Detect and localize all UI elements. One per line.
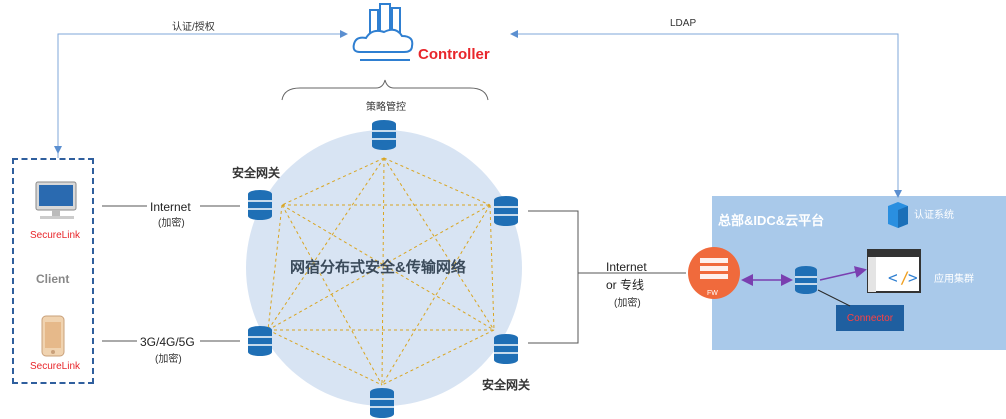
connector-app-arrow bbox=[819, 266, 867, 281]
svg-text:/: / bbox=[900, 268, 910, 287]
auth-arrow-line bbox=[57, 30, 348, 158]
securelink-top-label: SecureLink bbox=[30, 230, 81, 241]
auth-system-icon bbox=[888, 202, 908, 228]
connector-label: Connector bbox=[846, 312, 894, 324]
gateway-node-right-icon bbox=[494, 196, 518, 226]
auth-label: 认证/授权 bbox=[172, 22, 215, 33]
phone-icon bbox=[41, 315, 65, 357]
controller-cloud-icon bbox=[352, 3, 414, 61]
right-sub-label: (加密) bbox=[614, 298, 641, 309]
auth-system-label: 认证系统 bbox=[914, 210, 954, 221]
policy-label: 策略管控 bbox=[366, 102, 406, 113]
firewall-icon bbox=[688, 247, 740, 299]
controller-label: Controller bbox=[418, 46, 490, 63]
fw-label: FW bbox=[707, 290, 718, 297]
right-internet-label: Internet bbox=[606, 260, 647, 274]
client-group bbox=[12, 158, 94, 384]
mobile-label: 3G/4G/5G bbox=[140, 335, 195, 349]
gateway-node-bottom-icon bbox=[370, 388, 394, 418]
gateway-node-top-icon bbox=[372, 120, 396, 150]
policy-brace bbox=[281, 79, 489, 101]
gateway-node-lower-right-icon bbox=[494, 334, 518, 364]
svg-text:<: < bbox=[888, 268, 898, 287]
monitor-icon bbox=[35, 181, 77, 219]
right-or-label: or 专线 bbox=[606, 278, 645, 292]
client-label: Client bbox=[36, 272, 70, 286]
mesh-lines bbox=[267, 157, 495, 386]
securelink-bottom-label: SecureLink bbox=[30, 361, 81, 372]
internet-sub-label: (加密) bbox=[158, 218, 185, 229]
ldap-label: LDAP bbox=[670, 18, 697, 29]
ldap-arrow-line bbox=[510, 30, 899, 196]
gateway-node-lower-left-icon bbox=[248, 326, 272, 356]
mesh-title: 网宿分布式安全&传输网络 bbox=[290, 259, 466, 276]
gateway-bottom-label: 安全网关 bbox=[482, 378, 531, 392]
mobile-sub-label: (加密) bbox=[155, 354, 182, 365]
mesh-network-circle bbox=[246, 130, 522, 406]
connector-node-icon bbox=[795, 266, 817, 294]
app-cluster-icon: < / > bbox=[867, 249, 921, 293]
hq-title: 总部&IDC&云平台 bbox=[718, 213, 825, 228]
connector-pointer bbox=[817, 289, 851, 307]
internet-label: Internet bbox=[150, 200, 191, 214]
right-bracket bbox=[528, 210, 579, 344]
gateway-top-label: 安全网关 bbox=[232, 166, 281, 180]
svg-text:>: > bbox=[908, 268, 918, 287]
app-cluster-label: 应用集群 bbox=[934, 274, 974, 285]
connector-box: Connector bbox=[836, 305, 904, 331]
gateway-node-left-icon bbox=[248, 190, 272, 220]
